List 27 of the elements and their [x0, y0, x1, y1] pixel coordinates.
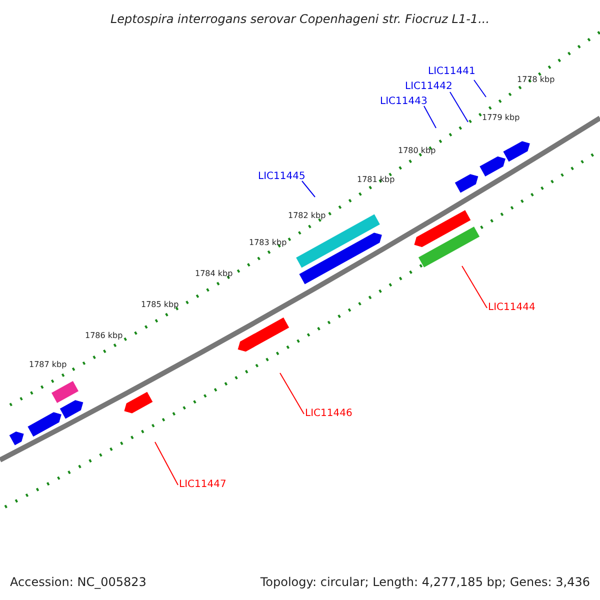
gene-label: LIC11445: [258, 172, 306, 182]
tick-label: 1779 kbp: [482, 114, 520, 122]
title: Leptospira interrogans serovar Copenhageni str. Fiocruz L1-1...: [109, 13, 491, 25]
info-text: Topology: circular; Length: 4,277,185 bp; Genes: 3,436: [260, 576, 590, 588]
leader-line: [154, 442, 178, 486]
leader-line: [302, 180, 316, 198]
info-text: Accession: NC_005823: [10, 576, 146, 588]
tick-label: 1783 kbp: [249, 239, 287, 247]
gene-label: LIC11442: [405, 82, 452, 92]
leader-line: [450, 92, 468, 122]
gene-label: LIC11443: [380, 97, 428, 107]
tick-label: 1782 kbp: [288, 212, 326, 220]
gene-label: LIC11447: [179, 480, 226, 490]
tick-label: 1781 kbp: [357, 176, 395, 184]
tick-label: 1780 kbp: [398, 147, 436, 155]
tick-label: 1785 kbp: [141, 301, 179, 309]
gene-label: LIC11444: [488, 303, 536, 313]
gene-label: LIC11446: [305, 409, 352, 419]
leader-line: [474, 80, 486, 98]
tick-label: 1778 kbp: [517, 76, 555, 84]
tick-label: 1787 kbp: [29, 361, 67, 369]
leader-line: [424, 106, 436, 128]
tick-label: 1786 kbp: [85, 332, 123, 340]
tick-label: 1784 kbp: [195, 270, 233, 278]
leader-line: [462, 266, 488, 308]
leader-line: [280, 372, 304, 414]
gene-label: LIC11441: [428, 67, 476, 77]
